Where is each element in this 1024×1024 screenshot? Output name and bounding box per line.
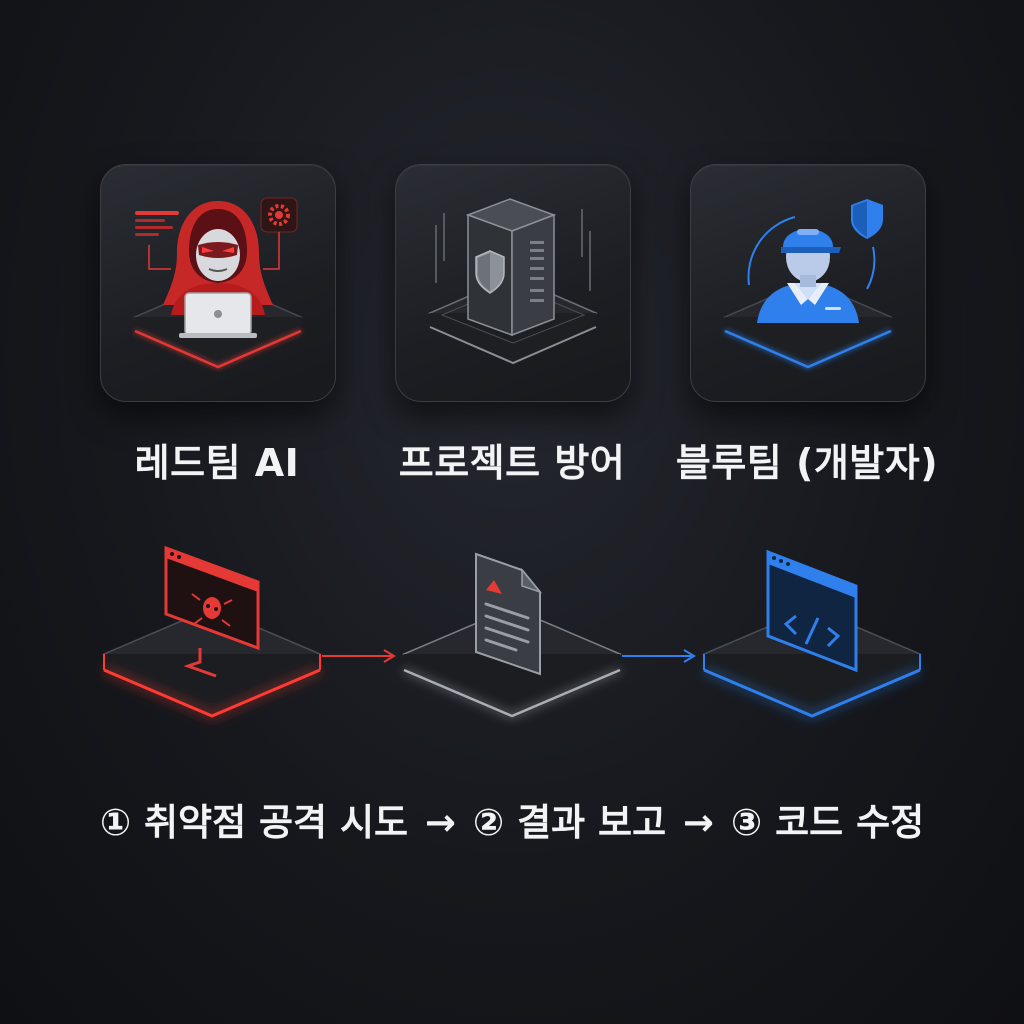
process-steps: ① 취약점 공격 시도 → ② 결과 보고 → ③ 코드 수정 (0, 792, 1024, 846)
hacker-icon (133, 197, 303, 369)
report-platform (402, 552, 622, 718)
role-label-red-team: 레드팀 AI (134, 441, 300, 485)
step-3-label: ③ 코드 수정 (730, 801, 925, 844)
gear-icon (260, 197, 298, 270)
server-icon (428, 198, 598, 365)
laptop-icon (179, 292, 257, 338)
shield-icon (851, 199, 883, 239)
attack-platform (102, 545, 322, 718)
defense-tile (395, 164, 631, 402)
flow-arrow-red (322, 649, 396, 663)
step-arrow: → (424, 801, 456, 844)
monitor-bug-icon (164, 545, 260, 678)
workflow-diagram (102, 545, 922, 718)
step-arrow: → (683, 801, 715, 844)
flow-arrow-blue (622, 649, 696, 663)
code-window-icon (766, 549, 858, 673)
code-lines-icon (135, 211, 179, 270)
step-2-label: ② 결과 보고 (472, 801, 667, 844)
warning-report-icon (475, 552, 543, 676)
role-label-project-defense: 프로젝트 방어 (398, 441, 626, 485)
role-label-blue-team: 블루팀 (개발자) (675, 441, 939, 485)
shield-icon (475, 250, 505, 294)
step-1-label: ① 취약점 공격 시도 (99, 801, 409, 844)
red-team-tile (100, 164, 336, 402)
developer-icon (723, 199, 893, 369)
fix-platform (702, 549, 922, 718)
blue-team-tile (690, 164, 926, 402)
